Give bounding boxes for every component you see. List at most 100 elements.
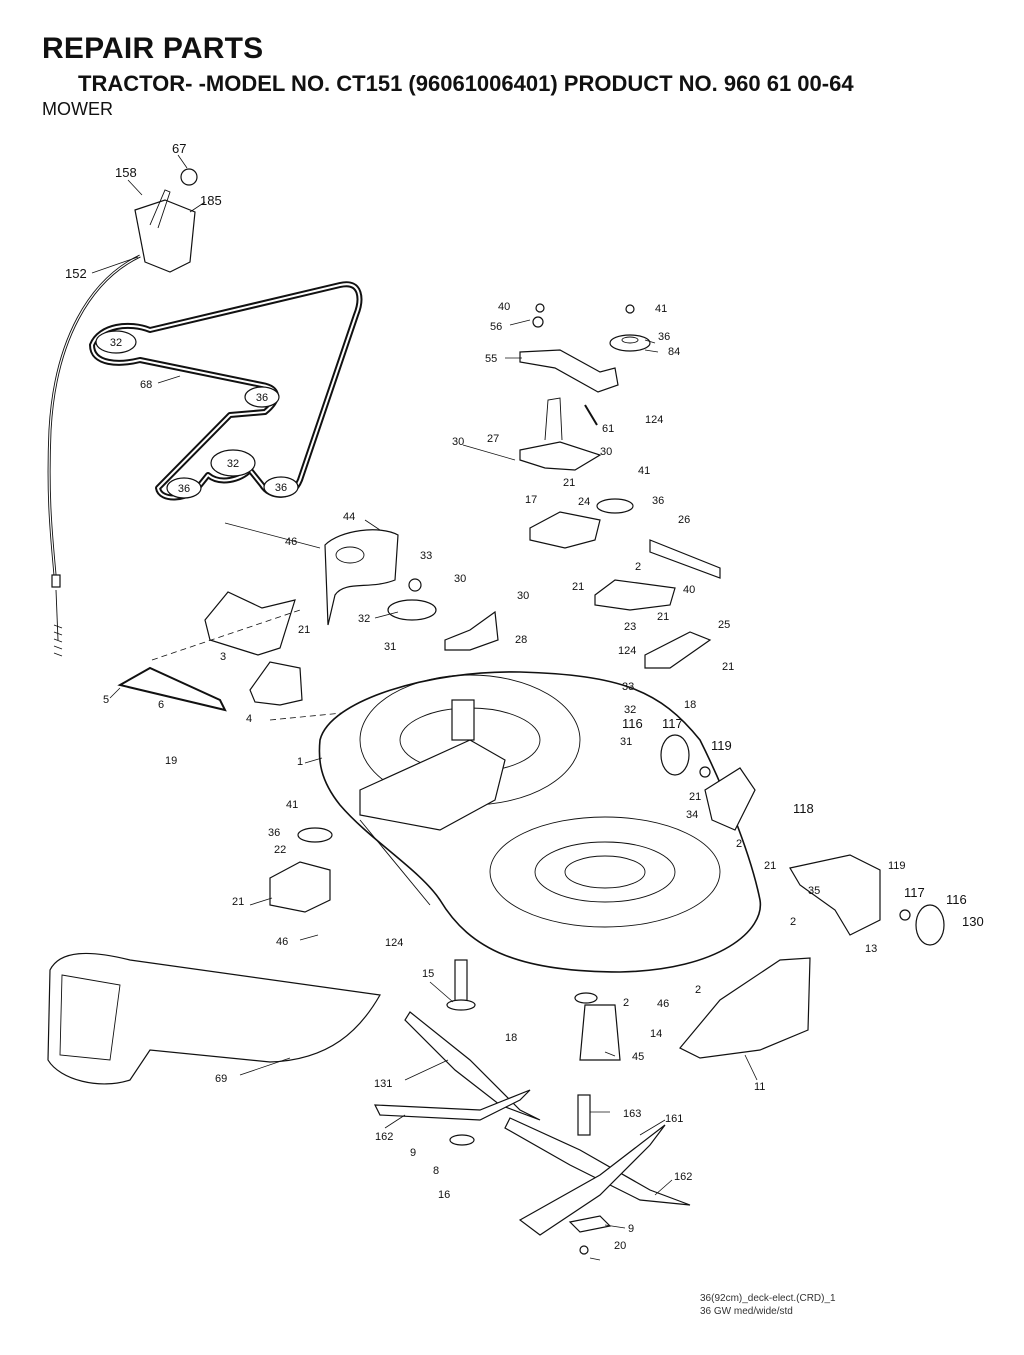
callout-label: 35 xyxy=(808,885,820,897)
upper-bracket-assembly xyxy=(519,303,721,669)
callout-label: 3 xyxy=(220,651,226,663)
callout-label: 17 xyxy=(525,494,537,506)
callout-label: 26 xyxy=(678,514,690,526)
callout-label: 28 xyxy=(515,634,527,646)
callout-label: 18 xyxy=(505,1032,517,1044)
callout-label: 21 xyxy=(563,477,575,489)
callout-label: 36 xyxy=(652,495,664,507)
callout-label: 116 xyxy=(622,716,643,731)
callout-label: 118 xyxy=(793,801,814,816)
bracket-23 xyxy=(594,579,676,611)
callout-label: 32 xyxy=(624,704,636,716)
callout-label: 36 xyxy=(268,827,280,839)
model-subtitle: TRACTOR- -MODEL NO. CT151 (96061006401) … xyxy=(78,71,854,96)
callout-label: 69 xyxy=(215,1073,227,1085)
belt-label: 36 xyxy=(275,482,287,494)
spindle-13 xyxy=(454,959,468,1006)
callout-label: 124 xyxy=(385,937,403,949)
callout-label: 67 xyxy=(172,141,186,156)
pulley-32-left xyxy=(387,599,437,621)
gauge-wheel-117-upper xyxy=(660,734,690,776)
bracket-3 xyxy=(204,591,296,656)
callout-label: 117 xyxy=(904,885,925,900)
gauge-wheel-117-lower xyxy=(915,904,945,946)
belt-pulley-32-large xyxy=(95,330,137,354)
diagram-id-line2: 36 GW med/wide/std xyxy=(700,1306,793,1317)
blade-163 xyxy=(504,1117,691,1206)
belt-pulley-36-left xyxy=(166,477,202,499)
callout-label: 152 xyxy=(65,266,87,281)
callout-label: 44 xyxy=(343,511,355,523)
callout-label: 116 xyxy=(946,892,967,907)
belt-label: 36 xyxy=(178,483,190,495)
callout-label: 124 xyxy=(645,414,663,426)
callout-label: 22 xyxy=(274,844,286,856)
callout-label: 130 xyxy=(962,914,984,929)
bracket-35 xyxy=(789,854,881,936)
lift-bracket xyxy=(134,199,196,273)
bracket-34 xyxy=(704,767,756,831)
callout-label: 2 xyxy=(790,916,796,928)
blade-16 xyxy=(518,1124,666,1236)
bracket-28 xyxy=(444,610,499,651)
callout-label: 41 xyxy=(638,465,650,477)
callout-label: 163 xyxy=(623,1108,641,1120)
callout-label: 30 xyxy=(454,573,466,585)
callout-label: 21 xyxy=(657,611,669,623)
callout-label: 158 xyxy=(115,165,137,180)
bracket-22 xyxy=(269,861,331,913)
callout-label: 8 xyxy=(433,1165,439,1177)
callout-label: 33 xyxy=(420,550,432,562)
callout-label: 27 xyxy=(487,433,499,445)
blade-11 xyxy=(404,1011,541,1121)
callout-label: 36 xyxy=(658,331,670,343)
callout-label: 15 xyxy=(422,968,434,980)
spindle-housing-14 xyxy=(579,1004,621,1061)
callout-label: 32 xyxy=(358,613,370,625)
belt-pulley-36-right xyxy=(263,476,299,498)
callout-label: 21 xyxy=(232,896,244,908)
callout-label: 14 xyxy=(650,1028,662,1040)
belt-label: 36 xyxy=(256,392,268,404)
callout-label: 31 xyxy=(620,736,632,748)
callout-label: 162 xyxy=(375,1131,393,1143)
bracket-27 xyxy=(519,441,602,471)
callout-label: 2 xyxy=(623,997,629,1009)
callout-label: 30 xyxy=(600,446,612,458)
callout-label: 124 xyxy=(618,645,636,657)
callout-label: 55 xyxy=(485,353,497,365)
callout-label: 30 xyxy=(452,436,464,448)
callout-label: 40 xyxy=(683,584,695,596)
pulley-36-mid xyxy=(596,498,634,514)
callout-labels: 67 158 185 152 68 40 56 55 41 36 84 124 … xyxy=(65,141,984,1252)
callout-label: 25 xyxy=(718,619,730,631)
callout-label: 13 xyxy=(865,943,877,955)
spindle-69 xyxy=(577,1094,591,1136)
callout-label: 21 xyxy=(764,860,776,872)
callout-label: 20 xyxy=(614,1240,626,1252)
belt-label: 32 xyxy=(227,458,239,470)
callout-label: 9 xyxy=(628,1223,634,1235)
bracket-55 xyxy=(519,349,619,393)
callout-label: 41 xyxy=(655,303,667,315)
spindle-blade-assembly xyxy=(374,959,691,1255)
callout-label: 161 xyxy=(665,1113,683,1125)
callout-label: 18 xyxy=(684,699,696,711)
callout-label: 33 xyxy=(622,681,634,693)
callout-label: 11 xyxy=(754,1081,765,1093)
callout-label: 23 xyxy=(624,621,636,633)
belt-pulley-32-center xyxy=(210,449,256,477)
callout-label: 2 xyxy=(736,838,742,850)
section-label: MOWER xyxy=(42,99,113,119)
mower-deck xyxy=(318,671,762,973)
callout-label: 21 xyxy=(689,791,701,803)
belt-idler-36-upper xyxy=(244,386,280,408)
callout-label: 31 xyxy=(384,641,396,653)
callout-label: 2 xyxy=(635,561,641,573)
mulch-cover-45 xyxy=(679,957,811,1059)
callout-label: 131 xyxy=(374,1078,392,1090)
leader-lines xyxy=(91,154,758,1261)
gauge-wheel-assembly xyxy=(660,734,945,1059)
callout-label: 119 xyxy=(711,738,732,753)
